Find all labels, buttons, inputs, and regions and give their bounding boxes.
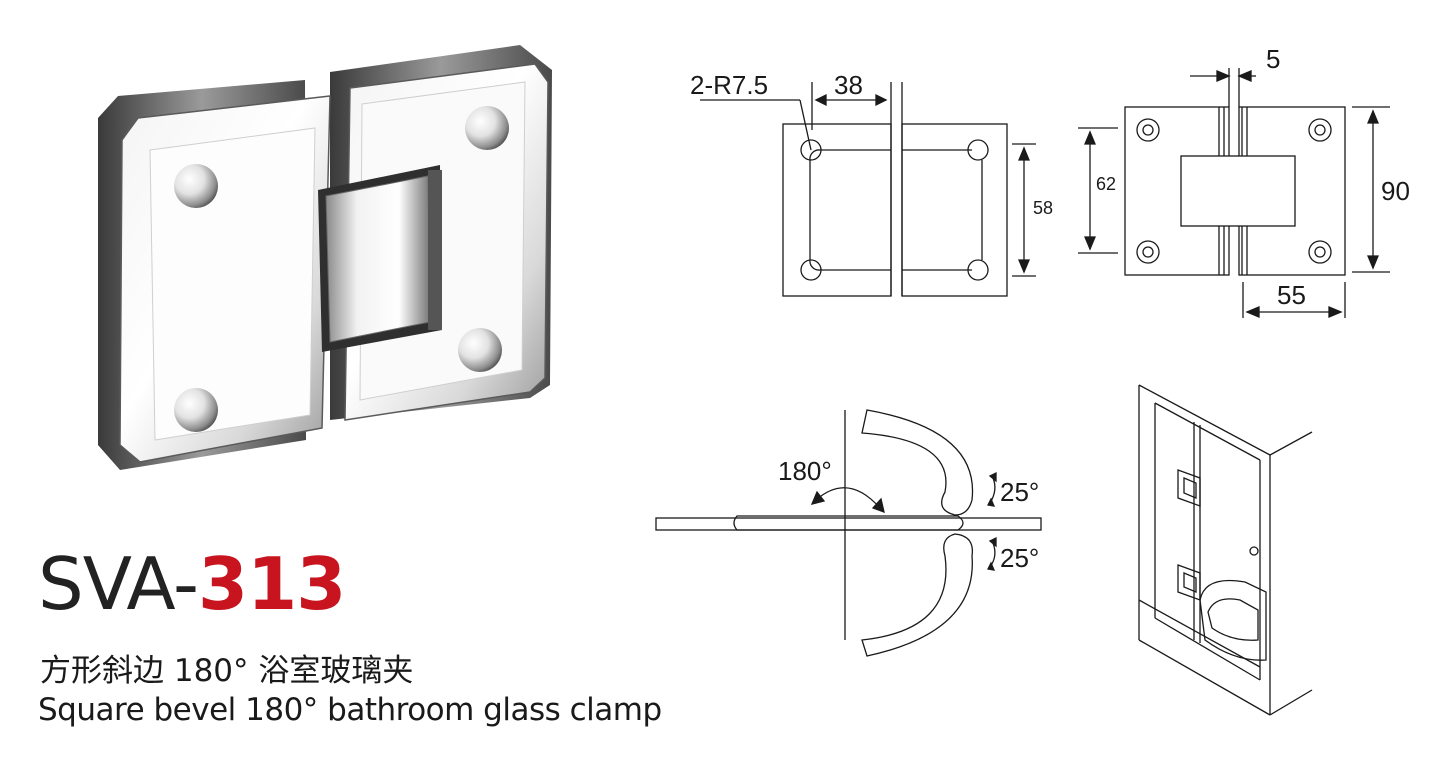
front-view-drawing — [1078, 68, 1390, 318]
width-38-dimension-label: 38 — [834, 70, 863, 100]
product-title-english: Square bevel 180° bathroom glass clamp — [38, 692, 662, 728]
installation-drawing — [1138, 384, 1313, 716]
model-number-value: 313 — [198, 542, 346, 626]
gap-5-dimension-label: 5 — [1266, 44, 1281, 74]
model-prefix: SVA- — [38, 542, 199, 626]
radius-dimension-label: 2-R7.5 — [690, 70, 769, 100]
tilt-down-25-label: 25° — [1000, 543, 1040, 573]
height-62-dimension-label: 62 — [1096, 174, 1117, 194]
top-view-drawing — [700, 82, 1036, 297]
height-90-dimension-label: 90 — [1381, 176, 1410, 206]
model-number: SVA-313 — [38, 548, 346, 620]
product-title-chinese: 方形斜边 180° 浴室玻璃夹 — [40, 653, 414, 689]
width-55-dimension-label: 55 — [1277, 280, 1306, 310]
rotation-drawing — [655, 409, 1042, 657]
height-58-dimension-label: 58 — [1033, 198, 1054, 218]
tilt-up-25-label: 25° — [1000, 477, 1040, 507]
swing-180-label: 180° — [778, 456, 832, 486]
